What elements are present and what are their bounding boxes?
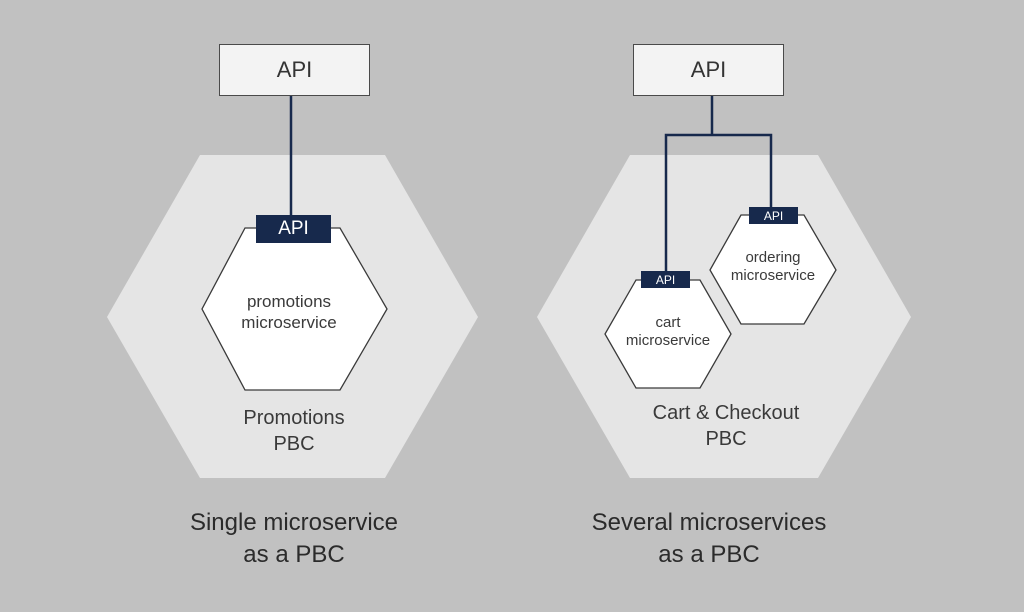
- promotions-microservice-label-line2: microservice: [241, 312, 337, 332]
- cart-microservice-hexagon: [604, 279, 732, 389]
- left-api-box: API: [219, 44, 370, 96]
- promotions-microservice-label: promotions microservice: [214, 292, 364, 333]
- promotions-pbc-label: Promotions PBC: [194, 405, 394, 457]
- promotions-pbc-label-line1: Promotions: [243, 407, 345, 429]
- ordering-microservice-label: ordering microservice: [713, 249, 833, 286]
- left-caption-line1: Single microservice: [189, 509, 399, 536]
- ordering-microservice-label-line1: ordering: [745, 249, 801, 266]
- cart-api-tag: API: [641, 271, 690, 288]
- promotions-microservice-hexagon: [201, 227, 388, 391]
- checkout-pbc-hexagon: [537, 155, 911, 478]
- cart-microservice-label: cart microservice: [608, 314, 728, 351]
- left-caption: Single microservice as a PBC: [144, 507, 444, 570]
- promotions-pbc-label-line2: PBC: [273, 433, 315, 455]
- ordering-microservice-label-line2: microservice: [730, 267, 816, 285]
- checkout-pbc-label-line1: Cart & Checkout: [652, 402, 800, 424]
- checkout-pbc-label-line2: PBC: [705, 428, 747, 450]
- ordering-microservice-hexagon: [709, 214, 837, 325]
- right-caption-line1: Several microservices: [591, 509, 827, 536]
- checkout-pbc-label: Cart & Checkout PBC: [601, 400, 851, 452]
- right-caption-line2: as a PBC: [658, 540, 760, 568]
- left-caption-line2: as a PBC: [243, 540, 345, 568]
- cart-api-connector: [664, 133, 712, 271]
- ordering-api-tag: API: [749, 207, 798, 224]
- promotions-api-tag: API: [256, 215, 331, 243]
- promotions-microservice-label-line1: promotions: [246, 292, 332, 311]
- cart-microservice-label-line1: cart: [655, 314, 681, 331]
- cart-microservice-label-line2: microservice: [625, 332, 711, 350]
- right-caption: Several microservices as a PBC: [559, 507, 859, 570]
- right-api-box: API: [633, 44, 784, 96]
- ordering-api-connector: [712, 133, 773, 207]
